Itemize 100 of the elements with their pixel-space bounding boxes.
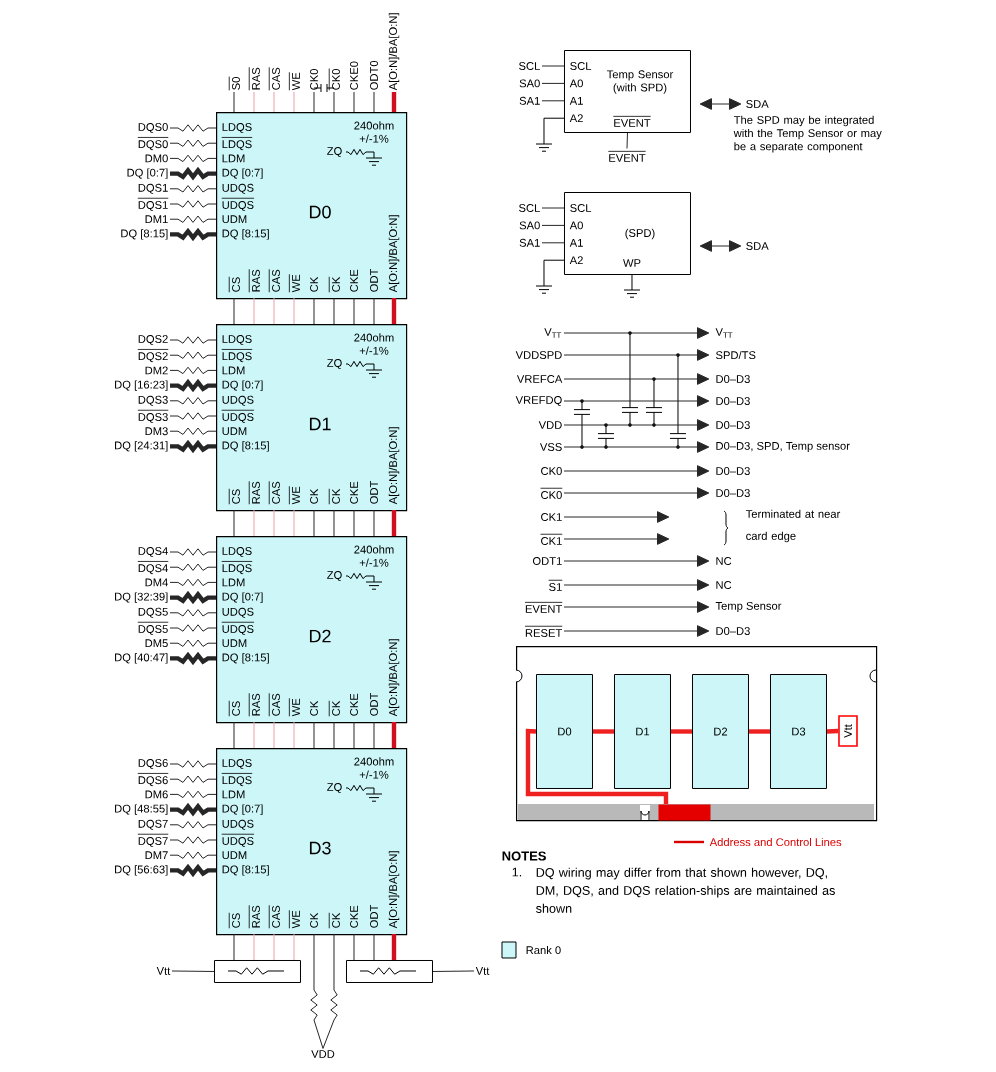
wire (353, 509, 355, 537)
resistor-line (170, 651, 216, 666)
wire (293, 297, 295, 325)
memory-chip (216, 112, 408, 300)
resistor-line (169, 139, 217, 147)
resistor-line (169, 336, 217, 344)
resistor-line (169, 639, 217, 647)
wire (391, 298, 397, 324)
wire (826, 728, 839, 734)
wire (391, 92, 397, 112)
resistor-line (169, 760, 217, 768)
arrow (563, 349, 710, 361)
wire (353, 721, 355, 749)
arrow (699, 98, 742, 110)
sensor-chip (564, 192, 691, 275)
arrow (563, 441, 710, 453)
wire (313, 509, 315, 537)
wire (749, 729, 770, 734)
wire (293, 91, 295, 113)
resistor-line (169, 563, 217, 571)
arrow (563, 511, 670, 523)
wire (273, 721, 275, 749)
resistor-line (170, 166, 216, 181)
termination-resistor (346, 960, 433, 983)
wire (273, 91, 275, 113)
wire (541, 65, 565, 67)
wire (373, 721, 375, 749)
wire (253, 91, 255, 113)
wire (541, 82, 565, 84)
wire (432, 970, 475, 972)
resistor-line (170, 863, 216, 878)
arrow (563, 487, 710, 499)
resistor-line (169, 836, 217, 844)
wire (171, 970, 215, 972)
wire (293, 509, 295, 537)
wire (233, 721, 235, 749)
resistor-line (169, 351, 217, 359)
resistor-line (170, 378, 216, 393)
wire (373, 297, 375, 325)
resistor-line (169, 154, 217, 163)
resistor-line (169, 427, 217, 435)
wire (313, 91, 315, 113)
resistor-line (169, 821, 217, 829)
arrow (563, 373, 710, 385)
wire (233, 933, 235, 961)
sensor-chip (564, 50, 691, 133)
wire (273, 297, 275, 325)
resistor-line (170, 227, 216, 242)
resistor-line (169, 124, 217, 132)
arrow (563, 555, 710, 567)
wire (541, 100, 565, 102)
wire (593, 729, 614, 734)
resistor-line (169, 790, 217, 799)
wire (233, 509, 235, 537)
arrow (699, 240, 742, 252)
resistor-line (169, 215, 217, 223)
arrow (563, 419, 710, 431)
resistor-line (169, 185, 217, 193)
wire (391, 722, 397, 748)
termination-resistor (214, 960, 301, 983)
resistor-line (170, 590, 216, 605)
wire (293, 721, 295, 749)
wire (353, 91, 355, 113)
arrow (563, 625, 710, 637)
resistor-line (169, 775, 217, 783)
arrow (563, 601, 710, 613)
wire (541, 207, 565, 209)
wire (313, 297, 315, 325)
wire (313, 721, 315, 749)
wire (273, 509, 275, 537)
wire (333, 297, 335, 325)
resistor-line (169, 366, 217, 375)
chip-label: D0 (309, 205, 331, 219)
memory-chip (216, 748, 408, 936)
arrow (563, 327, 710, 339)
wire (333, 721, 335, 749)
memory-chip (216, 536, 408, 724)
wire (525, 728, 669, 804)
wire (391, 510, 397, 536)
wire (333, 509, 335, 537)
wire (233, 91, 235, 113)
resistor-line (169, 412, 217, 420)
wire (391, 934, 397, 960)
wire (253, 509, 255, 537)
resistor-line (169, 609, 217, 617)
arrow (563, 395, 710, 407)
resistor-line (169, 851, 217, 859)
wire (373, 509, 375, 537)
resistor-line (170, 802, 216, 817)
wire (373, 91, 375, 113)
chip-label: D2 (309, 629, 331, 643)
arrow (563, 579, 710, 591)
wire (273, 933, 275, 961)
resistor-line (169, 548, 217, 556)
arrow (563, 533, 670, 545)
wire (233, 297, 235, 325)
wire (253, 721, 255, 749)
connector-pads (658, 804, 711, 821)
memory-chip (216, 324, 408, 512)
wire (293, 933, 295, 961)
